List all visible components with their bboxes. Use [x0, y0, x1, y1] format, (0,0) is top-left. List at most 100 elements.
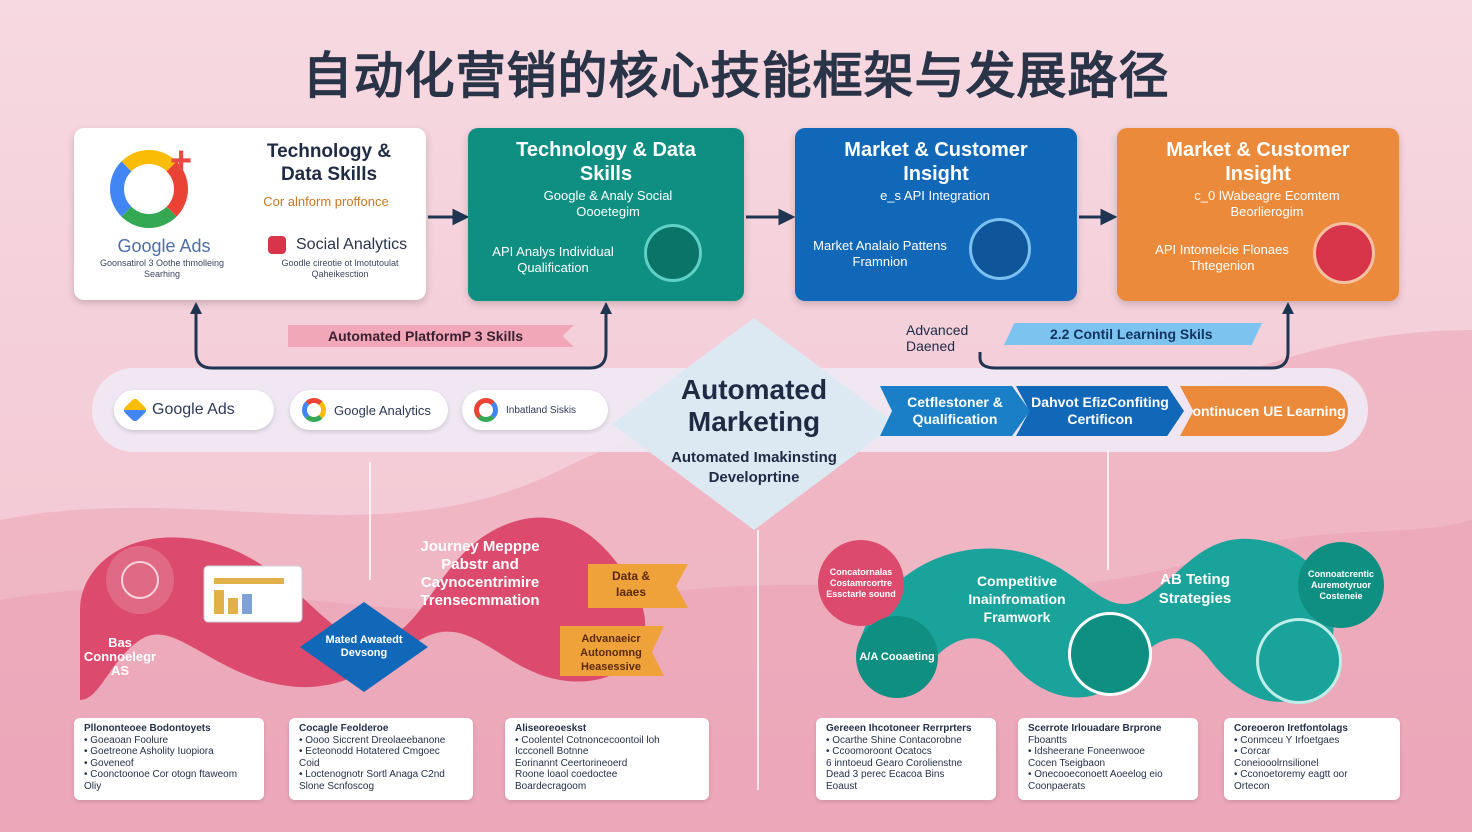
note-2-line-2: • Ecteonodd Hotatered Cmgoec Coid	[299, 746, 440, 769]
chevron-certificon: Dahvot EfizConfiting Certificon	[1016, 386, 1184, 436]
note-5-line-2: • Idsheerane Foneenwooe	[1028, 746, 1145, 757]
card-3-subtitle: e_s API Integration	[880, 188, 990, 203]
circle-aa-coaching: A/A Cooaeting	[856, 616, 938, 698]
background-wave	[0, 330, 1472, 832]
left-wave-shape	[80, 517, 646, 700]
note-3: Aliseoreoeskst • Coolentel Cotnoncecoont…	[505, 718, 709, 800]
note-1-line-2: • Goetreone Asholity Iuopiora	[84, 746, 214, 757]
social-analytics-icon	[268, 236, 286, 254]
base-knowledge-label: Bas Connoelegr AS	[83, 635, 157, 678]
google-ads-label: Google Ads	[117, 236, 211, 256]
data-tag-shape	[588, 564, 688, 608]
note-4-line-1: • Ocarthe Shine Contacorobne	[826, 734, 962, 746]
note-5-heading: Scerrote Irlouadare Brprone	[1028, 723, 1162, 734]
note-4-line-4: Dead 3 perec Ecacoa Bins	[826, 769, 945, 780]
google-analytics-icon	[302, 398, 326, 422]
pill-google-ads[interactable]: Google Ads	[114, 390, 274, 430]
temple-icon-circle	[1256, 618, 1342, 704]
card-technology-data-skills-2: Technology & Data Skills Google & Analy …	[468, 128, 744, 301]
note-6-line-4: • Cconoetoremy eagtt oor	[1234, 769, 1348, 780]
competitive-framework-label: Competitive Inainfromation Framwork	[968, 573, 1066, 625]
card-4-title: Market & Customer Insight	[1166, 139, 1350, 185]
center-subtitle: Automated Imakinsting Developrtine	[671, 449, 837, 486]
chevron-certification: Cetflestoner & Qualification	[880, 386, 1030, 436]
note-1-heading: Pllononteoee Bodontoyets	[84, 723, 211, 734]
note-4: Gereeen Ihcotoneer Rerrprters • Ocarthe …	[816, 718, 996, 800]
pill-google-analytics-label: Google Analytics	[334, 402, 431, 418]
analysis-tag-shape	[560, 626, 664, 676]
center-title: Automated Marketing	[680, 374, 828, 437]
note-2: Cocagle Feolderoe • Oooo Siccrent Dreola…	[289, 718, 473, 800]
chevron-continuing-learning: Continucen UE Learning	[1180, 386, 1348, 436]
journey-mapping-label: Journey Mepppe Pabstr and Caynocentrimir…	[420, 538, 540, 609]
note-6-line-2: • Corcar	[1234, 746, 1271, 757]
note-2-line-4: Slone Scnfoscog	[299, 780, 375, 792]
data-tag-label: Data & Iaaes	[611, 569, 650, 599]
social-analytics-label: Social Analytics	[296, 236, 408, 253]
analysis-tag-label: Advanaeicr Autonomng Heasessive	[580, 633, 642, 673]
google-ads-icon	[122, 397, 148, 423]
circle-consumer-insight: Concatornalas Costamrcortre Essctarle so…	[818, 540, 904, 626]
card-1-title: Technology & Data Skills	[266, 141, 392, 185]
note-6-line-3: Coneiooolrnsilionel	[1234, 757, 1319, 769]
card-4-body: API Intomelcie Flonaes Thtegenion	[1155, 242, 1289, 273]
card-1-subtitle: Cor alnform proffonce	[263, 194, 389, 209]
note-5-line-3: Cocen Tseigbaon	[1028, 757, 1106, 769]
google-icon	[474, 398, 498, 422]
note-6-line-5: Ortecon	[1234, 780, 1270, 792]
note-3-line-2: Iccconell Botnne	[515, 746, 589, 757]
note-1: Pllononteoee Bodontoyets • Goeaoan Foolu…	[74, 718, 264, 800]
note-3-line-4: Roone loaol coedoctee	[515, 769, 618, 780]
card-2-subtitle: Google & Analy Social Oooetegim	[543, 188, 673, 219]
card-3-body: Market Analaio Pattens Framnion	[813, 238, 947, 269]
note-4-line-3: 6 inntoeud Gearo Corolienstne	[826, 757, 963, 769]
pill-inbound-skills-label: Inbatland Siskis	[506, 404, 577, 416]
note-6: Coreoeron Iretfontolags • Conmceu Y Irfo…	[1224, 718, 1400, 800]
pill-google-ads-label: Google Ads	[152, 401, 235, 418]
plus-icon: +	[170, 140, 193, 182]
note-2-heading: Cocagle Feolderoe	[299, 723, 389, 734]
globe-icon-left	[106, 546, 174, 614]
note-4-heading: Gereeen Ihcotoneer Rerrprters	[826, 723, 972, 734]
ribbon-advanced-label: Advanced Daened	[906, 322, 969, 354]
circle-competitive-insight: Connoatcrentic Auremotyruor Costeneie	[1298, 542, 1384, 628]
card-technology-data-skills-1: + Technology & Data Skills Cor alnform p…	[74, 128, 426, 300]
note-5-line-1: Fboantts	[1028, 734, 1067, 746]
server-icon	[969, 218, 1031, 280]
card-2-body: API Analys Individual Qualification	[492, 244, 614, 275]
pill-google-analytics[interactable]: Google Analytics	[290, 390, 448, 430]
note-2-line-3: • Loctenognotr Sortl Anaga C2nd	[299, 769, 445, 780]
note-5-line-5: Coonpaerats	[1028, 780, 1086, 792]
card-4-subtitle: c_0 lWabeagre Ecomtem Beorlierogim	[1194, 188, 1340, 219]
note-2-line-1: • Oooo Siccrent Dreolaeebanone	[299, 734, 446, 746]
diamond-marker-label: Mated Awatedt Devsong	[325, 634, 403, 659]
pill-inbound-skills[interactable]: Inbatland Siskis	[462, 390, 608, 430]
note-1-line-1: • Goeaoan Foolure	[84, 734, 169, 746]
card-market-customer-insight-1: Market & Customer Insight e_s API Integr…	[795, 128, 1077, 301]
connector-right-loop	[978, 312, 1290, 370]
building-icon	[1313, 222, 1375, 284]
note-5: Scerrote Irlouadare Brprone Fboantts • I…	[1018, 718, 1198, 800]
note-6-line-1: • Conmceu Y Irfoetgaes	[1234, 734, 1340, 746]
note-3-line-5: Boardecragoom	[515, 780, 587, 792]
note-5-line-4: • Onecooeconoett Aoeelog eio	[1028, 769, 1163, 780]
note-3-line-3: Eorinannt Ceertorineoerd	[515, 757, 628, 769]
note-4-line-2: • Ccoomoroont Ocatocs	[826, 746, 932, 757]
connector-left-loop	[194, 312, 608, 370]
ab-testing-label: AB Teting Strategies	[1158, 571, 1232, 607]
note-4-line-5: Eoaust	[826, 780, 858, 792]
note-1-line-4: • Coonctoonoe Cor otogn ftaweom Oliy	[84, 769, 238, 792]
ribbon-continual-learning-skills: 2.2 Contil Learning Skils	[1004, 323, 1262, 345]
page-title: 自动化营销的核心技能框架与发展路径	[302, 47, 1170, 105]
card-2-title: Technology & Data Skills	[516, 139, 696, 185]
social-analytics-note: Goodle cireotie ot lmotutoulat Qaheikesc…	[281, 258, 399, 279]
ribbon-automated-platform-skills: Automated PlatformP 3 Skills	[288, 325, 574, 347]
google-ads-note: Goonsatirol 3 Oothe thmolleing Searhing	[99, 258, 225, 279]
chart-icon-circle	[1068, 612, 1152, 696]
note-6-heading: Coreoeron Iretfontolags	[1234, 723, 1348, 734]
note-3-heading: Aliseoreoeskst	[515, 723, 587, 734]
note-1-line-3: • Goveneof	[84, 757, 134, 769]
dashboard-icon	[644, 224, 702, 282]
card-3-title: Market & Customer Insight	[844, 139, 1028, 185]
card-market-customer-insight-2: Market & Customer Insight c_0 lWabeagre …	[1117, 128, 1399, 301]
